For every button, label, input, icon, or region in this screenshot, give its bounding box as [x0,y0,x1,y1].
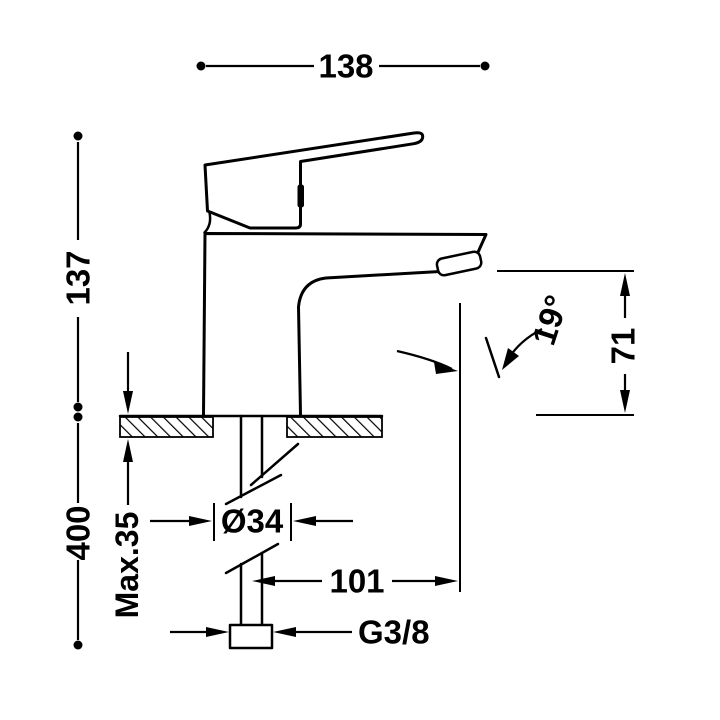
arrow-down-left [502,348,519,370]
dim-endpoint-dot [73,640,83,650]
dimension-overall-width: 138 [196,48,490,85]
dim-label-body-height: 137 [60,250,97,305]
arrow-right [206,627,229,637]
arrow-left [293,516,316,526]
dim-endpoint-dot [73,131,83,141]
pipe-break-line [249,442,300,487]
dim-endpoint-dot [480,61,490,71]
dimension-body-height: 137 [60,131,97,412]
angle-arc-left [396,349,453,370]
dim-label-overall-width: 138 [318,48,373,85]
arrow-left [273,627,296,637]
dimension-spout-reach: 101 [252,303,461,600]
dimension-spout-height: 71 [497,270,642,416]
arrow-right [435,576,458,586]
dim-label-spout-reach: 101 [329,563,384,600]
countertop-hatch-right [286,416,383,438]
arrow-down [123,391,133,414]
pipe-break-line [224,542,280,575]
faucet-body [202,232,488,416]
arrow-right [434,362,458,374]
arrow-down [620,390,630,413]
handle-lever-outline [203,131,425,230]
dim-endpoint-dot [196,61,206,71]
dim-endpoint-dot [73,412,83,422]
handle-cartridge-mark [297,184,304,208]
dimension-shank-length: 400 [60,412,97,650]
countertop-section [118,414,384,438]
dim-label-max-counter-thickness: Max.35 [109,512,145,619]
arrow-up [123,439,133,462]
annotation-stream-angle: 19° [396,291,576,379]
handle-base-corner-arc [203,211,212,234]
dim-label-supply-connection: G3/8 [358,614,430,651]
countertop-hatch-left [119,416,214,438]
dim-label-stream-angle: 19° [525,291,576,350]
faucet-spout-underside [297,270,442,416]
dimension-hole-diameter: Ø34 [150,503,353,541]
arrow-right [189,516,212,526]
pipe-break-line [224,473,283,506]
dim-endpoint-dot [73,402,83,412]
stream-angle-tick [484,336,501,379]
dim-label-hole-diameter: Ø34 [221,503,284,540]
aerator-outlet [435,250,483,277]
arrow-up [620,273,630,296]
dim-label-spout-height: 71 [605,328,642,365]
dimension-max-counter-thickness: Max.35 [109,352,145,618]
arrow-left [252,576,275,586]
faucet-handle [203,131,425,234]
shank-pipe [224,414,300,650]
faucet-body-outline [202,232,488,416]
dimension-supply-connection: G3/8 [170,614,430,651]
supply-connector [228,623,274,650]
dim-label-shank-length: 400 [60,505,97,560]
